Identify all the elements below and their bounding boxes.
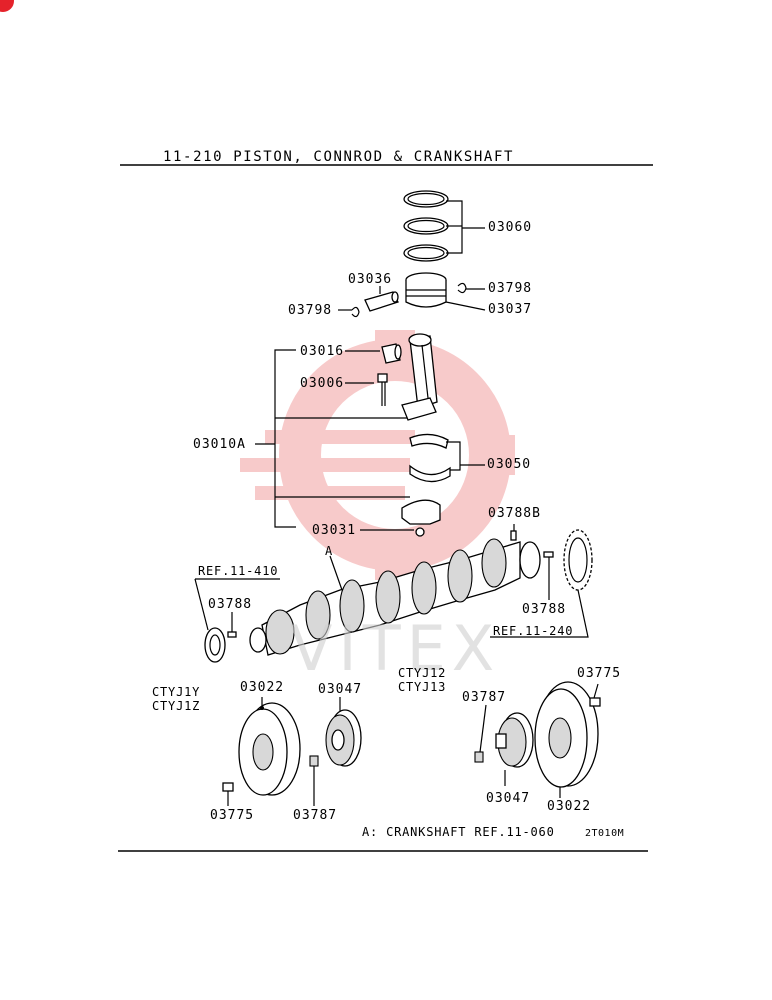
piston-rings — [403, 190, 485, 262]
piston-pin — [364, 286, 399, 312]
connrod-bracket — [255, 349, 414, 531]
ref-link-11-240[interactable]: REF.11-240 — [493, 624, 574, 638]
part-label-03788-left[interactable]: 03788 — [208, 597, 253, 612]
drawing-code: 2T010M — [585, 828, 625, 839]
left-bolts — [222, 755, 319, 806]
part-label-03036[interactable]: 03036 — [348, 272, 393, 287]
part-label-03022-left[interactable]: 03022 — [240, 680, 285, 695]
part-label-03060[interactable]: 03060 — [488, 220, 533, 235]
crankshaft-callout-a: A — [325, 544, 334, 558]
footnote-crankshaft-ref: A: CRANKSHAFT REF.11-060 — [362, 825, 555, 839]
model-code-ctyj1y: CTYJ1Y — [152, 685, 201, 699]
watermark-gear-icon — [240, 330, 515, 580]
connrod-bearings — [409, 433, 485, 483]
part-label-03787-left[interactable]: 03787 — [293, 808, 338, 823]
corner-badge-icon — [0, 0, 14, 12]
part-label-03787-right[interactable]: 03787 — [462, 690, 507, 705]
page-title: 11-210 PISTON, CONNROD & CRANKSHAFT — [163, 149, 515, 165]
crankshaft — [249, 538, 541, 656]
model-code-ctyj13: CTYJ13 — [398, 680, 447, 694]
left-hub — [325, 697, 362, 767]
right-damper-pulley — [534, 681, 599, 798]
pin-03788b — [510, 524, 517, 541]
part-label-03788b[interactable]: 03788B — [488, 506, 541, 521]
part-label-03050[interactable]: 03050 — [487, 457, 532, 472]
part-label-03047-right[interactable]: 03047 — [486, 791, 531, 806]
part-label-03798-right[interactable]: 03798 — [488, 281, 533, 296]
part-label-03775-right[interactable]: 03775 — [577, 666, 622, 681]
crankshaft-gear — [490, 529, 593, 638]
part-label-03031[interactable]: 03031 — [312, 523, 357, 538]
part-label-03788-right[interactable]: 03788 — [522, 602, 567, 617]
watermark-text: VITEX — [290, 612, 501, 685]
part-label-03010a[interactable]: 03010A — [193, 437, 246, 452]
ref-link-11-410[interactable]: REF.11-410 — [198, 564, 279, 578]
rear-oil-seal — [194, 578, 280, 663]
part-label-03047-left[interactable]: 03047 — [318, 682, 363, 697]
left-damper-pulley — [238, 697, 301, 796]
snap-rings — [338, 282, 485, 318]
connrod-cap — [401, 499, 441, 537]
part-label-03775-left[interactable]: 03775 — [210, 808, 255, 823]
part-label-03016[interactable]: 03016 — [300, 344, 345, 359]
part-label-03037[interactable]: 03037 — [488, 302, 533, 317]
connecting-rod — [401, 333, 438, 421]
model-code-ctyj12: CTYJ12 — [398, 666, 447, 680]
small-end-bushing — [381, 343, 402, 364]
connrod-bolt — [377, 373, 388, 406]
part-label-03006[interactable]: 03006 — [300, 376, 345, 391]
model-code-ctyj1z: CTYJ1Z — [152, 699, 201, 713]
part-label-03798-left[interactable]: 03798 — [288, 303, 333, 318]
piston — [405, 272, 486, 311]
part-label-03022-right[interactable]: 03022 — [547, 799, 592, 814]
right-bolts — [474, 683, 601, 763]
dowel-pins — [227, 551, 554, 638]
right-hub — [495, 712, 534, 786]
